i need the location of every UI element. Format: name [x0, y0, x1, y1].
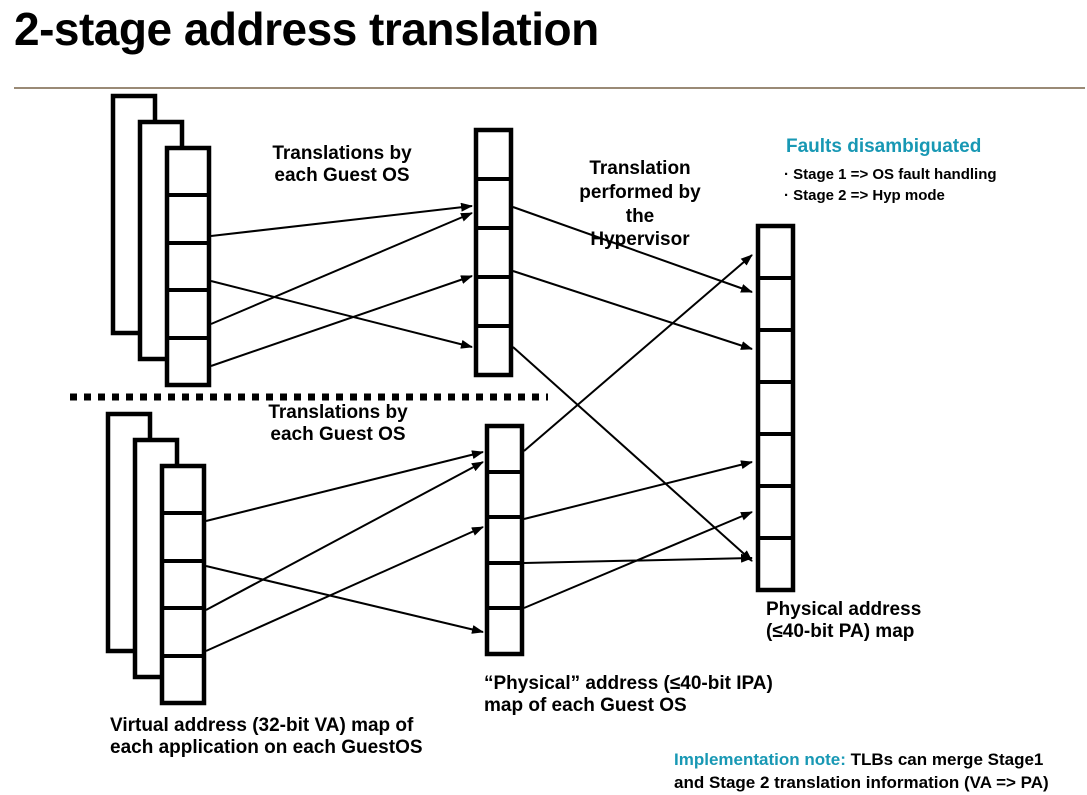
implementation-note-prefix: Implementation note: [674, 749, 846, 769]
label-translations-bottom: Translations by each Guest OS [268, 402, 408, 446]
translation-arrow [523, 460, 753, 520]
translation-arrow [205, 461, 484, 611]
map-box [484, 423, 525, 657]
translation-arrow [210, 275, 473, 367]
title-rule [14, 87, 1085, 89]
translation-arrow [512, 206, 753, 293]
map-box [164, 145, 212, 388]
map-cell-dividers [758, 276, 793, 540]
translation-arrow [205, 565, 484, 634]
translation-arrow [523, 511, 753, 609]
translation-arrow [210, 280, 473, 349]
translation-arrow [205, 526, 484, 652]
label-ipa-map: “Physical” address (≤40-bit IPA) map of … [484, 673, 773, 717]
map-box [473, 127, 514, 378]
translation-arrow [210, 212, 473, 325]
map-cell-dividers [476, 177, 511, 328]
translation-arrow [512, 346, 753, 562]
label-translations-top: Translations by each Guest OS [272, 143, 412, 187]
fault-item-stage2: · Stage 2 => Hyp mode [784, 187, 945, 204]
translation-arrow [210, 202, 473, 237]
map-cell-dividers [162, 511, 204, 658]
implementation-note: Implementation note: TLBs can merge Stag… [674, 726, 1049, 795]
translation-diagram [70, 93, 796, 706]
map-box [159, 463, 207, 706]
label-va-map: Virtual address (32-bit VA) map of each … [110, 715, 423, 759]
page-title: 2-stage address translation [14, 3, 599, 55]
label-pa-map: Physical address (≤40-bit PA) map [766, 599, 922, 643]
map-cell-dividers [167, 193, 209, 340]
fault-item-stage1: · Stage 1 => OS fault handling [784, 166, 997, 183]
stage1-arrows-top [210, 202, 473, 367]
translation-arrow [523, 254, 753, 452]
translation-arrow [512, 270, 753, 350]
guest-va-map-stack-top [110, 93, 212, 388]
stage2-arrows-top [512, 206, 753, 562]
map-cell-dividers [487, 470, 522, 610]
label-hypervisor-translation: Translation performed by the Hypervisor [579, 158, 701, 251]
map-box [755, 223, 796, 593]
ipa-map-bottom [484, 423, 525, 657]
pa-map [755, 223, 796, 593]
slide-canvas: { "colors": { "accent_teal": "#1898b4", … [14, 3, 1085, 792]
guest-va-map-stack-bottom [105, 411, 207, 706]
translation-arrow [205, 450, 484, 522]
stage1-arrows-bottom [205, 450, 484, 652]
ipa-map-top [473, 127, 514, 378]
label-faults-disambiguated: Faults disambiguated [786, 136, 982, 157]
stage2-arrows-bottom [523, 254, 753, 609]
